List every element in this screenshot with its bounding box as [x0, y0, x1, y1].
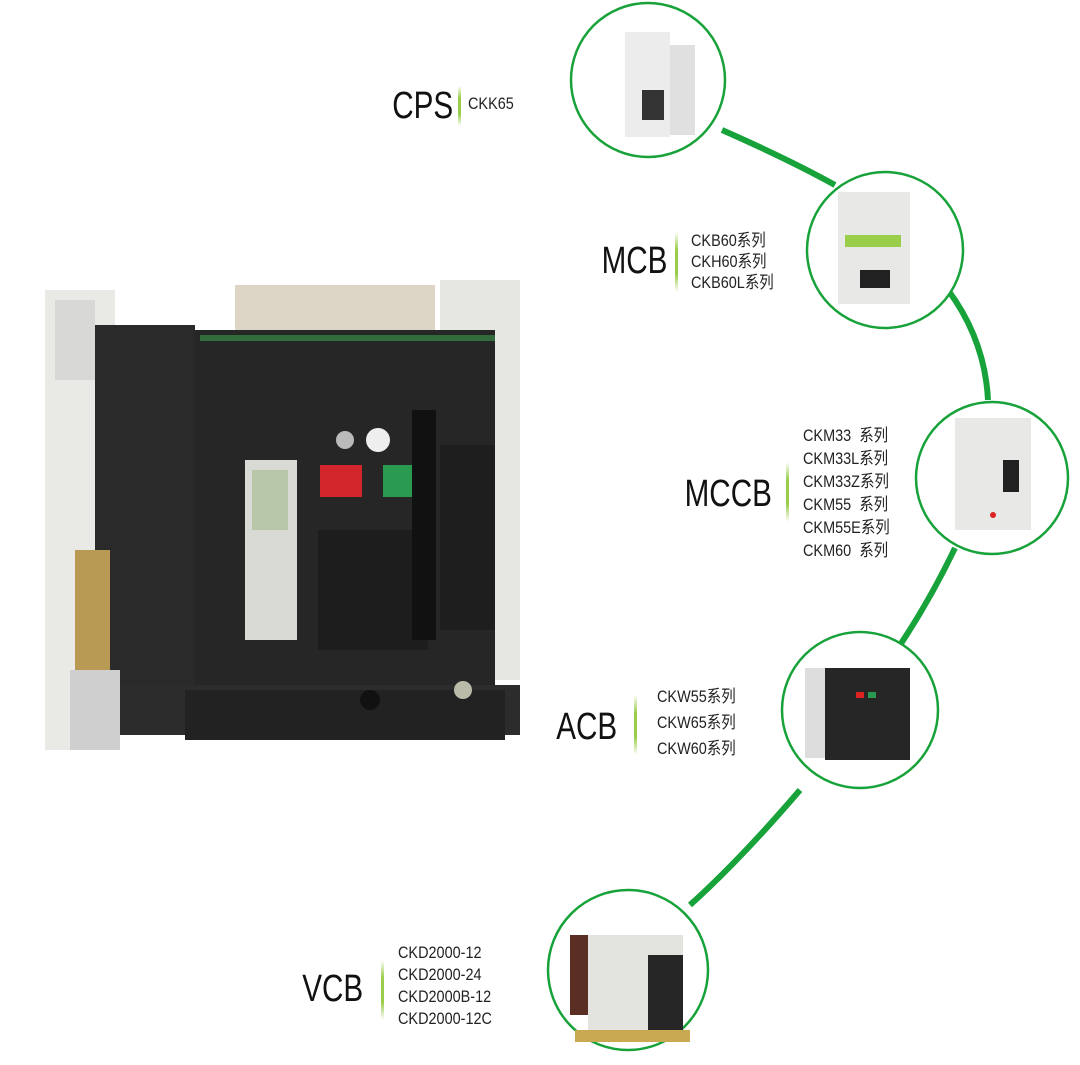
model-item: CKW65系列: [657, 713, 736, 732]
model-item: CKM60 系列: [803, 541, 889, 560]
mccb-product-circle: [914, 400, 1070, 556]
model-item: CKD2000-24: [398, 965, 482, 984]
model-item: CKM33L系列: [803, 449, 889, 468]
category-label-mccb: MCCB: [684, 473, 772, 515]
model-item: CKH60系列: [691, 252, 767, 271]
model-list-cps: CKK65: [468, 93, 514, 114]
model-item: CKW60系列: [657, 739, 736, 758]
category-label-vcb: VCB: [302, 968, 363, 1010]
model-item: CKK65: [468, 94, 514, 113]
mcb-product-circle: [805, 170, 965, 330]
acb-product-circle: [780, 630, 940, 790]
category-divider: [458, 86, 461, 126]
vcb-product-circle: [546, 888, 710, 1052]
model-item: CKM55 系列: [803, 495, 889, 514]
model-item: CKM55E系列: [803, 518, 890, 537]
category-divider: [786, 462, 789, 522]
model-list-acb: CKW55系列 CKW65系列 CKW60系列: [657, 684, 736, 762]
model-list-mcb: CKB60系列 CKH60系列 CKB60L系列: [691, 230, 774, 293]
category-label-cps: CPS: [392, 85, 453, 127]
connector-line: [687, 127, 991, 908]
model-item: CKD2000-12C: [398, 1009, 492, 1028]
cps-product-circle: [569, 1, 727, 159]
model-item: CKD2000-12: [398, 943, 482, 962]
model-list-mccb: CKM33 系列 CKM33L系列 CKM33Z系列 CKM55 系列 CKM55E系列…: [803, 424, 890, 562]
category-divider: [381, 960, 384, 1020]
model-item: CKM33 系列: [803, 426, 889, 445]
model-item: CKB60系列: [691, 231, 766, 250]
model-item: CKD2000B-12: [398, 987, 492, 1006]
category-divider: [634, 695, 637, 755]
model-item: CKW55系列: [657, 687, 736, 706]
model-item: CKB60L系列: [691, 273, 774, 292]
category-label-acb: ACB: [556, 706, 617, 748]
model-item: CKM33Z系列: [803, 472, 889, 491]
category-divider: [675, 232, 678, 292]
main-acb-product-image: [45, 280, 520, 750]
category-label-mcb: MCB: [601, 240, 667, 282]
